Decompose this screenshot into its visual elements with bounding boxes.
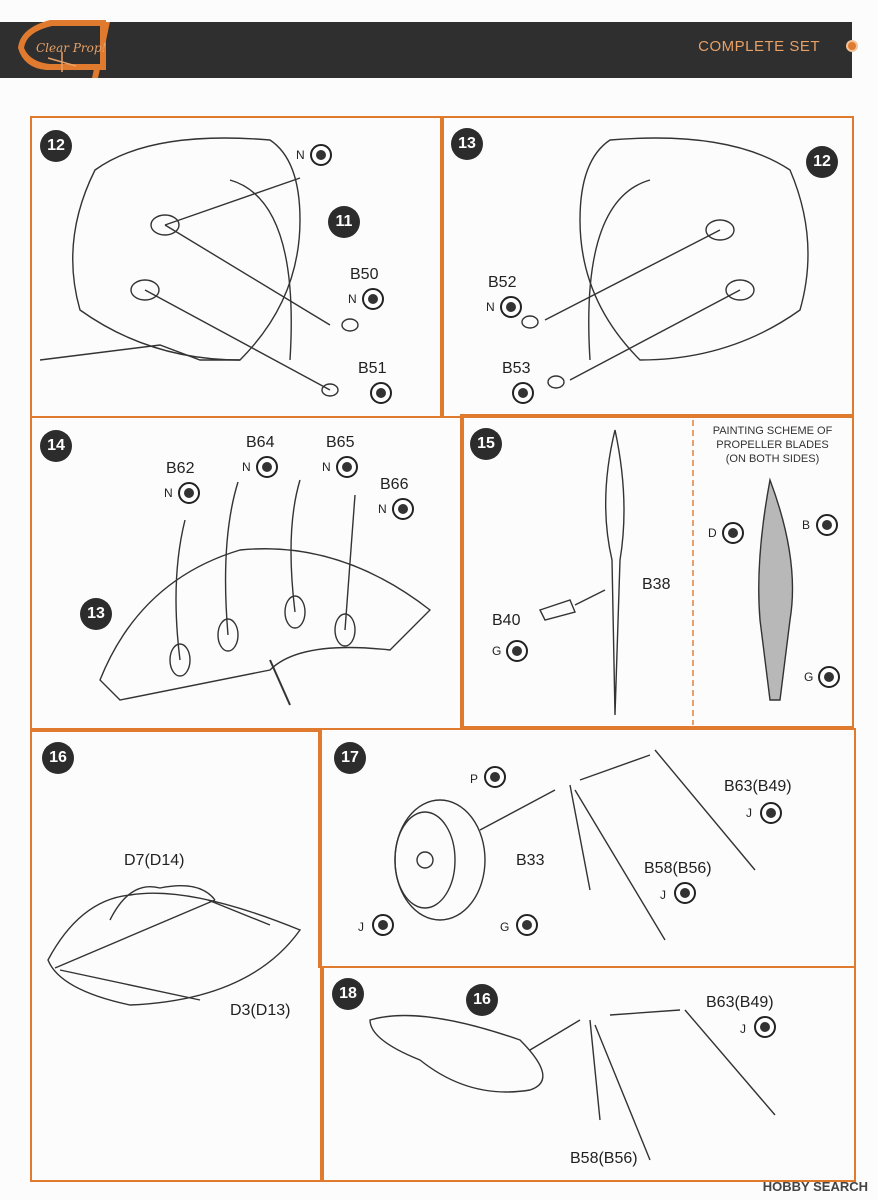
paint-letter-N: N <box>164 486 173 500</box>
panel-step-16 <box>30 730 322 1182</box>
paint-icon <box>754 1016 776 1038</box>
paint-icon <box>370 382 392 404</box>
paint-letter-J: J <box>660 888 666 902</box>
part-label-B38: B38 <box>642 576 671 593</box>
header-bar <box>0 22 852 78</box>
paint-letter-G: G <box>492 644 502 658</box>
clear-prop-logo: Clear Prop! <box>18 20 107 72</box>
panel-step-18 <box>322 966 856 1182</box>
paint-letter-J: J <box>358 920 364 934</box>
part-label-D7-D14: D7(D14) <box>124 852 185 869</box>
step-14-badge: 14 <box>40 430 72 462</box>
part-label-B50: B50 <box>350 266 379 283</box>
part-label-D3-D13: D3(D13) <box>230 1002 291 1019</box>
step-18-badge: 18 <box>332 978 364 1010</box>
part-label-B58-B56: B58(B56) <box>644 860 712 877</box>
hobby-search-watermark: HOBBY SEARCH <box>762 1179 868 1194</box>
part-label-B51: B51 <box>358 360 387 377</box>
part-label-B33: B33 <box>516 852 545 869</box>
paint-letter-B: B <box>802 518 811 532</box>
step-16-badge: 16 <box>42 742 74 774</box>
paint-icon <box>372 914 394 936</box>
cowling-right-drawing <box>579 137 809 361</box>
part-label-B64: B64 <box>246 434 275 451</box>
paint-icon <box>516 914 538 936</box>
panel-step-15 <box>460 414 854 728</box>
paint-icon <box>512 382 534 404</box>
paint-letter-G: G <box>804 670 814 684</box>
part-label-B52: B52 <box>488 274 517 291</box>
paint-letter-P: P <box>470 772 479 786</box>
part-label-B63-B49: B63(B49) <box>724 778 792 795</box>
fairing-drawing <box>369 1014 544 1093</box>
propeller-blade-scheme <box>758 477 794 701</box>
paint-letter-N: N <box>348 292 357 306</box>
paint-letter-D: D <box>708 526 717 540</box>
step-13-ref-badge: 13 <box>80 598 112 630</box>
step-13-badge: 13 <box>451 128 483 160</box>
paint-icon <box>674 882 696 904</box>
part-label-B53: B53 <box>502 360 531 377</box>
paint-letter-N: N <box>378 502 387 516</box>
paint-icon <box>484 766 506 788</box>
part-label-B63-B49: B63(B49) <box>706 994 774 1011</box>
paint-icon <box>336 456 358 478</box>
cockpit-hood-drawing <box>47 892 302 1006</box>
paint-letter-G: G <box>500 920 510 934</box>
paint-icon <box>760 802 782 824</box>
header-title: COMPLETE SET <box>698 38 820 55</box>
paint-icon <box>506 640 528 662</box>
paint-icon <box>310 144 332 166</box>
part-label-B62: B62 <box>166 460 195 477</box>
part-label-B58-B56: B58(B56) <box>570 1150 638 1167</box>
header-gear-icon <box>846 40 858 52</box>
paint-icon <box>392 498 414 520</box>
step-12-badge: 12 <box>40 130 72 162</box>
paint-icon <box>816 514 838 536</box>
paint-letter-J: J <box>740 1022 746 1036</box>
paint-icon <box>256 456 278 478</box>
part-label-B66: B66 <box>380 476 409 493</box>
part-label-B40: B40 <box>492 612 521 629</box>
paint-letter-N: N <box>296 148 305 162</box>
step-16-ref-badge: 16 <box>466 984 498 1016</box>
paint-icon <box>722 522 744 544</box>
paint-letter-N: N <box>242 460 251 474</box>
svg-text:Clear Prop!: Clear Prop! <box>36 41 107 55</box>
paint-icon <box>818 666 840 688</box>
paint-letter-N: N <box>486 300 495 314</box>
exhaust-cowling-drawing <box>99 548 432 701</box>
part-label-B65: B65 <box>326 434 355 451</box>
step-12-ref-badge: 12 <box>806 146 838 178</box>
step-11-ref-badge: 11 <box>328 206 360 238</box>
paint-letter-J: J <box>746 806 752 820</box>
step-15-badge: 15 <box>470 428 502 460</box>
painting-scheme-title: PAINTING SCHEME OF PROPELLER BLADES (ON … <box>712 425 833 465</box>
propeller-drawing <box>605 429 625 716</box>
paint-letter-N: N <box>322 460 331 474</box>
panel-step-14 <box>30 416 464 730</box>
paint-icon <box>362 288 384 310</box>
paint-icon <box>178 482 200 504</box>
panel-step-13 <box>440 116 854 418</box>
step-17-badge: 17 <box>334 742 366 774</box>
cowling-left-drawing <box>72 137 301 361</box>
paint-icon <box>500 296 522 318</box>
